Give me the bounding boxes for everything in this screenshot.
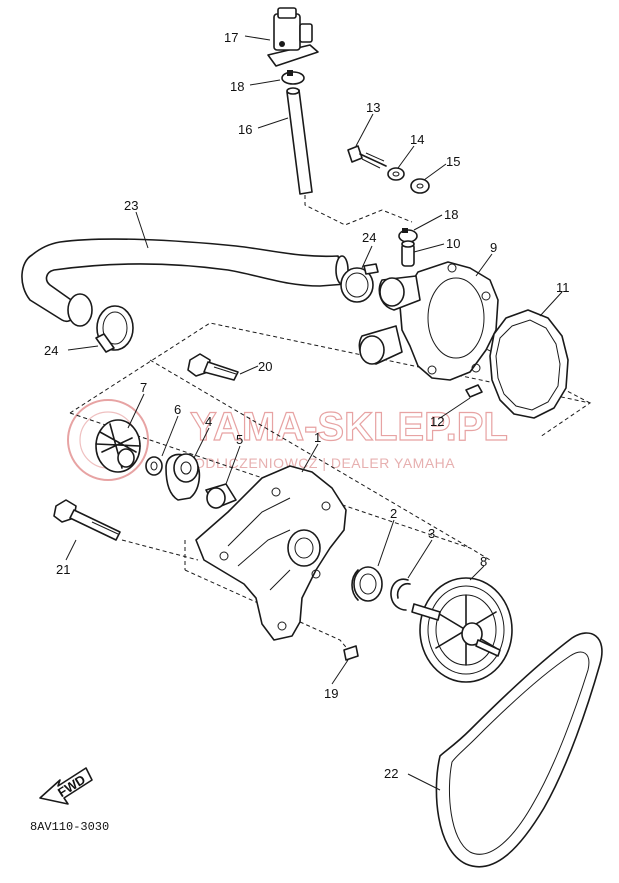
callout-6: 6 bbox=[174, 402, 181, 417]
callout-19: 19 bbox=[324, 686, 338, 701]
watermark-brand: YAMA-SKLEP.PL bbox=[190, 405, 508, 449]
part-17-thermostat-housing bbox=[267, 7, 319, 67]
watermark: YAMA-SKLEP.PL ODLICZENIOWCZ | DEALER YAM… bbox=[67, 399, 508, 481]
part-1-pump-body bbox=[195, 465, 347, 641]
part-16-hose bbox=[286, 87, 313, 195]
callout-15: 15 bbox=[446, 154, 460, 169]
callout-24-left: 24 bbox=[44, 343, 58, 358]
callout-20: 20 bbox=[258, 359, 272, 374]
part-6-seal-ring bbox=[145, 456, 163, 476]
part-24-clamp-left bbox=[95, 305, 134, 353]
callout-24-right: 24 bbox=[362, 230, 376, 245]
watermark-tagline: ODLICZENIOWCZ | DEALER YAMAHA bbox=[194, 455, 455, 471]
callout-3: 3 bbox=[428, 526, 435, 541]
part-23-coolant-hose bbox=[21, 238, 349, 327]
callout-14: 14 bbox=[410, 132, 424, 147]
pin-19-guide bbox=[184, 569, 351, 653]
part-11-gasket bbox=[489, 309, 569, 419]
callout-13: 13 bbox=[366, 100, 380, 115]
callout-10: 10 bbox=[446, 236, 460, 251]
part-20-bolt bbox=[187, 353, 239, 381]
callout-23: 23 bbox=[124, 198, 138, 213]
part-9-pump-cover bbox=[358, 261, 499, 381]
part-12-dowel-pin bbox=[465, 384, 483, 398]
fwd-arrow-icon: FWD bbox=[39, 767, 93, 805]
callout-7: 7 bbox=[140, 380, 147, 395]
callout-4: 4 bbox=[205, 414, 212, 429]
bolt-21-guide bbox=[121, 539, 199, 561]
part-15-washer bbox=[410, 178, 430, 194]
callout-8: 8 bbox=[480, 554, 487, 569]
part-4-mechanical-seal bbox=[165, 453, 201, 501]
callout-1: 1 bbox=[314, 430, 321, 445]
callout-17: 17 bbox=[224, 30, 238, 45]
diagram-code: 8AV110-3030 bbox=[30, 820, 109, 834]
callout-9: 9 bbox=[490, 240, 497, 255]
part-5-bushing bbox=[205, 483, 237, 509]
bolt-20-guide bbox=[149, 359, 471, 549]
part-21-bolt bbox=[53, 499, 121, 541]
callout-labels: 17 18 16 13 14 15 23 18 24 10 9 11 24 20… bbox=[44, 30, 570, 781]
leader-lines bbox=[65, 35, 563, 791]
callout-16: 16 bbox=[238, 122, 252, 137]
part-2-bearing bbox=[351, 566, 383, 602]
callout-18-top: 18 bbox=[230, 79, 244, 94]
part-24-clamp-right bbox=[340, 263, 379, 303]
part-18-clamp-top bbox=[281, 70, 305, 85]
hose-guide-line bbox=[304, 195, 413, 226]
part-3-circlip bbox=[390, 578, 411, 611]
callout-11: 11 bbox=[556, 280, 570, 295]
watermark-logo bbox=[67, 399, 149, 481]
part-10-pipe bbox=[401, 240, 415, 267]
callout-12: 12 bbox=[430, 414, 444, 429]
callout-22: 22 bbox=[384, 766, 398, 781]
part-8-pulley bbox=[411, 577, 513, 683]
part-13-bolt bbox=[347, 145, 387, 169]
callout-2: 2 bbox=[390, 506, 397, 521]
callout-18-lower: 18 bbox=[444, 207, 458, 222]
callout-21: 21 bbox=[56, 562, 70, 577]
upper-frame-outline bbox=[69, 322, 592, 438]
part-7-impeller bbox=[95, 419, 141, 473]
part-14-lock-washer bbox=[387, 167, 405, 181]
part-22-drive-belt bbox=[435, 632, 603, 868]
callout-5: 5 bbox=[236, 432, 243, 447]
assembly-outlines bbox=[69, 195, 592, 653]
part-19-dowel-pin bbox=[343, 645, 359, 661]
